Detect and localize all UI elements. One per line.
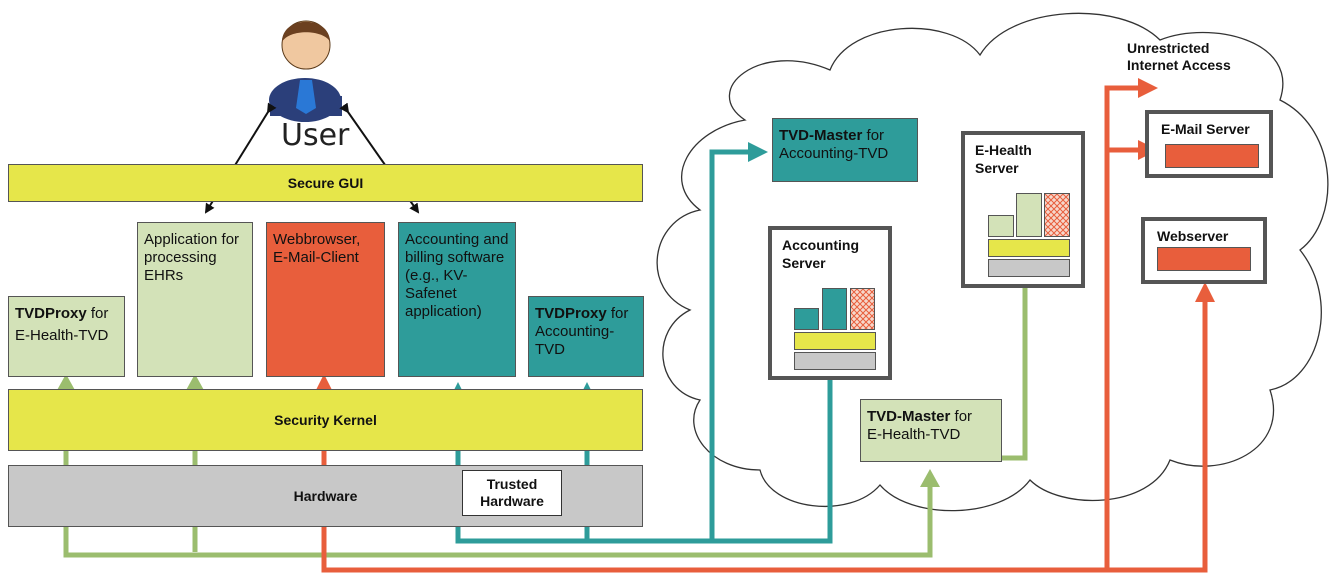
ehr-application-box: Application for processing EHRs	[137, 222, 253, 377]
ehr-application-label: Application for processing EHRs	[144, 231, 240, 284]
secure-gui-layer: Secure GUI	[8, 164, 643, 202]
accounting-vm-block-1	[794, 308, 819, 330]
accounting-server-line2: Server	[782, 255, 826, 271]
tvdproxy-accounting-line3: TVD	[535, 341, 565, 358]
accounting-software-box: Accounting and billing software (e.g., K…	[398, 222, 516, 377]
accounting-kernel-block	[794, 332, 876, 350]
ehealth-vm-block-3	[1044, 193, 1070, 237]
tvdproxy-accounting-line2: Accounting-	[535, 323, 615, 340]
webbrowser-line2: E-Mail-Client	[273, 249, 359, 266]
ehealth-server-line2: Server	[975, 160, 1019, 176]
webserver-box: Webserver	[1141, 217, 1267, 284]
user-label: User	[281, 118, 350, 153]
accounting-hardware-block	[794, 352, 876, 370]
user-icon	[269, 20, 342, 122]
email-server-label: E-Mail Server	[1161, 121, 1250, 137]
email-server-block	[1165, 144, 1259, 168]
tvdproxy-accounting-bold: TVDProxy	[535, 305, 607, 322]
accounting-server-box: Accounting Server	[768, 226, 892, 380]
webserver-block	[1157, 247, 1251, 271]
ehealth-vm-block-1	[988, 215, 1014, 237]
security-kernel-label: Security Kernel	[274, 412, 377, 428]
tvd-master-ehealth-box: TVD-Master for E-Health-TVD	[860, 399, 1002, 462]
ehealth-kernel-block	[988, 239, 1070, 257]
accounting-vm-block-2	[822, 288, 847, 330]
tvd-master-accounting-bold: TVD-Master	[779, 127, 863, 144]
trusted-hardware-box: Trusted Hardware	[462, 470, 562, 516]
tvdproxy-ehealth-rest: for	[86, 305, 109, 322]
email-server-box: E-Mail Server	[1145, 110, 1273, 178]
tvdproxy-accounting-rest: for	[606, 305, 629, 322]
tvd-master-accounting-rest: for	[862, 127, 885, 144]
tvdproxy-ehealth-box: TVDProxy for E-Health-TVD	[8, 296, 125, 377]
tvd-master-ehealth-line2: E-Health-TVD	[867, 426, 961, 443]
tvdproxy-accounting-box: TVDProxy for Accounting- TVD	[528, 296, 644, 377]
unrestricted-access-label: Unrestricted Internet Access	[1127, 40, 1231, 74]
tvdproxy-ehealth-bold: TVDProxy	[15, 305, 87, 322]
accounting-software-label: Accounting and billing software (e.g., K…	[405, 231, 509, 320]
accounting-server-line1: Accounting	[782, 237, 859, 253]
ehealth-server-box: E-Health Server	[961, 131, 1085, 288]
unrestricted-line2: Internet Access	[1127, 57, 1231, 73]
ehealth-hardware-block	[988, 259, 1070, 277]
ehealth-vm-block-2	[1016, 193, 1042, 237]
hardware-label: Hardware	[293, 488, 358, 504]
tvdproxy-ehealth-line2: E-Health-TVD	[15, 327, 109, 344]
tvd-master-accounting-box: TVD-Master for Accounting-TVD	[772, 118, 918, 182]
webbrowser-line1: Webbrowser,	[273, 231, 361, 248]
accounting-vm-block-3	[850, 288, 875, 330]
ehealth-server-line1: E-Health	[975, 142, 1032, 158]
unrestricted-line1: Unrestricted	[1127, 40, 1210, 56]
tvd-master-ehealth-bold: TVD-Master	[867, 408, 951, 425]
webserver-label: Webserver	[1157, 228, 1229, 244]
security-kernel-layer: Security Kernel	[8, 389, 643, 451]
secure-gui-label: Secure GUI	[287, 175, 364, 191]
trusted-hardware-line1: Trusted	[486, 476, 538, 492]
tvd-master-ehealth-rest: for	[950, 408, 973, 425]
tvd-master-accounting-line2: Accounting-TVD	[779, 145, 889, 162]
trusted-hardware-line2: Hardware	[480, 493, 544, 509]
webbrowser-box: Webbrowser, E-Mail-Client	[266, 222, 385, 377]
